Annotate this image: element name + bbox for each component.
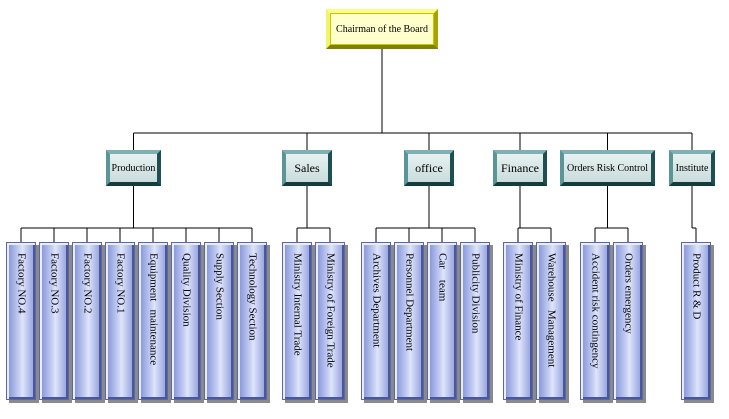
unit-production-6: Supply Section [204,242,234,400]
unit-label: Ministry of Finance [512,253,525,341]
unit-orders-0: Accident risk contingency [580,242,610,400]
unit-label: Publicity Division [469,253,482,334]
department-finance: Finance [493,150,547,186]
chairman-box: Chairman of the Board [326,9,438,49]
unit-label: Technology Section [246,253,259,341]
unit-label: Quality Division [180,253,193,327]
unit-label: Archives Department [370,253,383,348]
unit-sales-1: Ministry of Foreign Trade [315,242,345,400]
department-office: office [404,150,454,186]
department-label: office [408,154,450,182]
department-label: Orders Risk Control [564,154,651,182]
department-label: Sales [286,154,328,182]
department-orders: Orders Risk Control [560,150,655,186]
unit-label: Product R & D [690,253,703,320]
unit-production-0: Factory NO.4 [6,242,36,400]
unit-label: Factory NO.3 [48,253,61,314]
unit-label: Car team [436,253,449,302]
unit-production-3: Factory NO.1 [105,242,135,400]
unit-label: Personnel Department [403,253,416,352]
unit-label: Ministry Internal Trade [291,253,304,356]
unit-office-2: Car team [427,242,457,400]
department-label: Finance [497,154,543,182]
unit-label: Accident risk contingency [589,253,602,369]
unit-finance-1: Warehouse Management [536,242,566,400]
department-label: Institute [673,154,711,182]
unit-production-2: Factory NO.2 [72,242,102,400]
unit-label: Ministry of Foreign Trade [324,253,337,368]
unit-production-1: Factory NO.3 [39,242,69,400]
unit-label: Factory NO.2 [81,253,94,314]
department-production: Production [106,150,161,186]
unit-office-0: Archives Department [361,242,391,400]
unit-label: Orders emergency [622,253,635,334]
unit-label: Supply Section [213,253,226,320]
department-label: Production [110,154,157,182]
department-sales: Sales [282,150,332,186]
chairman-label: Chairman of the Board [330,13,434,45]
unit-institute-0: Product R & D [681,242,711,400]
unit-production-7: Technology Section [237,242,267,400]
unit-label: Factory NO.4 [15,253,28,314]
unit-production-4: Equipment maintenance [138,242,168,400]
unit-label: Equipment maintenance [147,253,160,366]
unit-production-5: Quality Division [171,242,201,400]
unit-orders-1: Orders emergency [613,242,643,400]
unit-office-1: Personnel Department [394,242,424,400]
unit-sales-0: Ministry Internal Trade [282,242,312,400]
department-institute: Institute [669,150,715,186]
unit-finance-0: Ministry of Finance [503,242,533,400]
unit-label: Factory NO.1 [114,253,127,314]
unit-office-3: Publicity Division [460,242,490,400]
unit-label: Warehouse Management [545,253,558,368]
